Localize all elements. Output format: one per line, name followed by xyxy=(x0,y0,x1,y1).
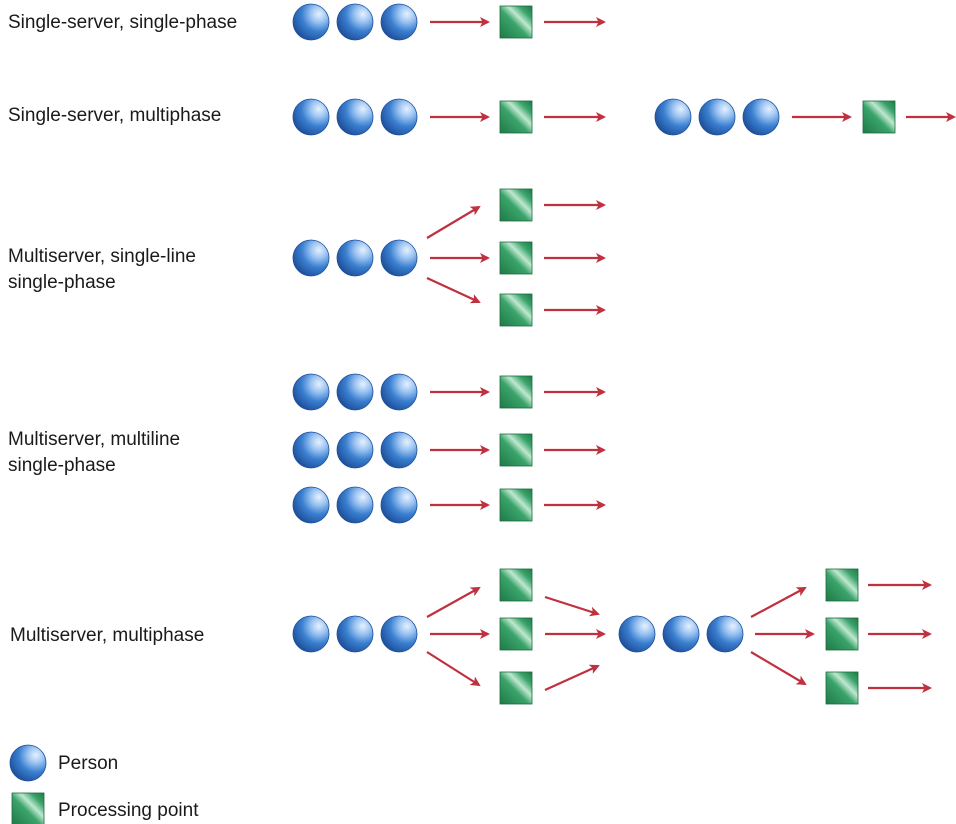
row-label-single-server-single-phase: Single-server, single-phase xyxy=(8,12,237,33)
row2-queue-a-person-2-icon xyxy=(336,98,374,136)
row-label-single-server-multiphase: Single-server, multiphase xyxy=(8,105,221,126)
row5-queue-a-person-2-icon xyxy=(336,615,374,653)
row5-queue-b-person-1-icon xyxy=(618,615,656,653)
row5-stage2-processing-point-2-icon xyxy=(825,617,859,651)
row4-processing-point-3-icon xyxy=(499,488,533,522)
row-label-multiserver-multiline-1: Multiserver, multiline xyxy=(8,429,180,450)
row2-queue-b-person-3-icon xyxy=(742,98,780,136)
row1-queue-person-2-icon xyxy=(336,3,374,41)
row-label-multiserver-single-line-1: Multiserver, single-line xyxy=(8,246,196,267)
row5-stage1-processing-point-3-icon xyxy=(499,671,533,705)
row2-queue-a-person-1-icon xyxy=(292,98,330,136)
row2-queue-a-person-3-icon xyxy=(380,98,418,136)
row3-queue-person-1-icon xyxy=(292,239,330,277)
row-label-multiserver-single-line-2: single-phase xyxy=(8,272,116,293)
row1-queue-person-1-icon xyxy=(292,3,330,41)
legend-person-label: Person xyxy=(58,753,118,774)
row4-queue-2-person-3-icon xyxy=(380,431,418,469)
row5-arrow-in-top xyxy=(426,587,481,618)
row4-queue-2-person-1-icon xyxy=(292,431,330,469)
row5-stage1-processing-point-1-icon xyxy=(499,568,533,602)
row2-queue-b-person-1-icon xyxy=(654,98,692,136)
row3-queue-person-2-icon xyxy=(336,239,374,277)
row4-processing-point-1-icon xyxy=(499,375,533,409)
row3-queue-person-3-icon xyxy=(380,239,418,277)
row2-queue-b-person-2-icon xyxy=(698,98,736,136)
row5-queue-b-person-2-icon xyxy=(662,615,700,653)
row2-processing-point-a-icon xyxy=(499,100,533,134)
row4-queue-2-person-2-icon xyxy=(336,431,374,469)
row3-processing-point-3-icon xyxy=(499,293,533,327)
row4-queue-1-person-1-icon xyxy=(292,373,330,411)
row2-processing-point-b-icon xyxy=(862,100,896,134)
row5-queue-a-person-3-icon xyxy=(380,615,418,653)
row5-arrow-in-b-bottom xyxy=(750,651,807,686)
row5-stage2-processing-point-3-icon xyxy=(825,671,859,705)
row3-arrow-in-top xyxy=(426,205,481,239)
row5-stage2-processing-point-1-icon xyxy=(825,568,859,602)
row1-queue-person-3-icon xyxy=(380,3,418,41)
row5-merge-arrow-top xyxy=(544,595,600,617)
row-label-multiserver-multiphase: Multiserver, multiphase xyxy=(10,625,204,646)
row3-processing-point-1-icon xyxy=(499,188,533,222)
row4-queue-3-person-1-icon xyxy=(292,486,330,524)
row5-stage1-processing-point-2-icon xyxy=(499,617,533,651)
row3-processing-point-2-icon xyxy=(499,241,533,275)
row4-queue-1-person-2-icon xyxy=(336,373,374,411)
row-label-multiserver-multiline-2: single-phase xyxy=(8,455,116,476)
row5-queue-a-person-1-icon xyxy=(292,615,330,653)
row4-queue-3-person-3-icon xyxy=(380,486,418,524)
legend-processing-point-label: Processing point xyxy=(58,800,199,821)
row5-merge-arrow-bottom xyxy=(544,664,600,692)
row4-processing-point-2-icon xyxy=(499,433,533,467)
row4-queue-1-person-3-icon xyxy=(380,373,418,411)
row5-queue-b-person-3-icon xyxy=(706,615,744,653)
row4-queue-3-person-2-icon xyxy=(336,486,374,524)
row3-arrow-in-bottom xyxy=(426,277,481,304)
row5-arrow-in-b-top xyxy=(750,587,807,618)
row5-arrow-in-bottom xyxy=(426,651,481,687)
diagram-shapes xyxy=(9,3,956,824)
row1-processing-point-icon xyxy=(499,5,533,39)
legend-processing-point-icon xyxy=(11,792,45,824)
legend-person-icon xyxy=(9,744,47,782)
